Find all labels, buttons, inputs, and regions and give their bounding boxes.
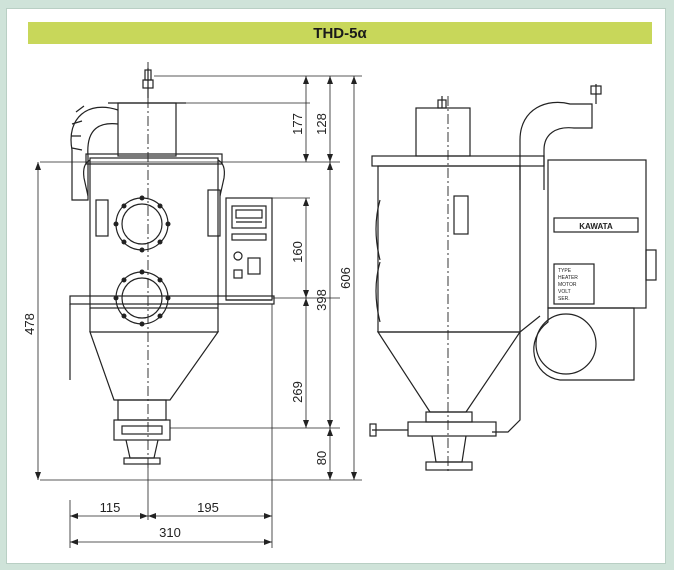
hopper-lid — [85, 153, 223, 165]
base-frame — [69, 295, 275, 305]
return-duct — [70, 106, 119, 201]
dim-label-478: 478 — [22, 313, 37, 335]
dim-label-160: 160 — [290, 241, 305, 263]
front-view — [69, 62, 275, 468]
side-top-cap — [415, 107, 471, 157]
dimension-lines — [35, 75, 362, 548]
side-clamp-right — [207, 189, 221, 237]
svg-text:MOTOR: MOTOR — [558, 282, 577, 288]
drawing-frame — [6, 8, 666, 564]
svg-text:SER.: SER. — [558, 296, 570, 302]
outlet — [125, 439, 159, 459]
blower-fan — [535, 313, 597, 375]
throat — [117, 399, 167, 421]
dim-label-115: 115 — [100, 500, 121, 515]
power-switch — [247, 257, 261, 275]
lid-clamp-right — [217, 159, 225, 197]
side-outlet-flange — [425, 461, 473, 471]
brand-plate — [553, 217, 639, 233]
svg-text:VOLT: VOLT — [558, 289, 571, 295]
nameplate — [553, 263, 595, 305]
lid-clamp-left — [83, 159, 91, 197]
model-title: THD-5α — [313, 24, 367, 42]
dim-label-606: 606 — [338, 267, 353, 289]
dim-label-128: 128 — [314, 113, 329, 135]
side-clamp — [453, 195, 469, 235]
window-bolts — [113, 195, 171, 327]
control-knob — [233, 251, 243, 261]
dim-label-398: 398 — [314, 289, 329, 311]
control-box — [225, 197, 273, 301]
nameplate-lines: TYPE HEATER MOTOR VOLT SER. — [558, 268, 578, 302]
hopper-body — [89, 157, 219, 309]
side-cone — [376, 331, 522, 413]
side-hopper-body — [377, 165, 521, 333]
dim-label-195: 195 — [197, 500, 219, 515]
side-lid — [371, 155, 545, 167]
dim-label-80: 80 — [314, 451, 329, 465]
temp-display — [231, 205, 267, 229]
dim-label-177: 177 — [290, 113, 305, 135]
title-bar: THD-5α — [28, 22, 652, 44]
outlet-flange — [123, 457, 161, 465]
svg-text:HEATER: HEATER — [558, 275, 578, 281]
side-duct — [519, 101, 593, 190]
blower-housing — [533, 307, 635, 381]
discharge-box — [113, 419, 171, 441]
dim-label-310: 310 — [159, 525, 181, 540]
side-view: KAWATA TYPE HEATER MOTOR VOLT SER. — [369, 84, 657, 472]
side-clamp-left — [95, 199, 109, 237]
svg-text:TYPE: TYPE — [558, 268, 572, 274]
top-cap — [117, 102, 177, 157]
side-discharge — [407, 421, 497, 437]
hopper-cone — [89, 331, 220, 401]
brand-plate-text: KAWATA — [579, 222, 613, 231]
dim-label-269: 269 — [290, 381, 305, 403]
dimension-labels: 177 128 160 398 606 478 269 80 115 195 3… — [22, 113, 353, 540]
support-arm — [492, 315, 541, 433]
side-sight-windows — [375, 199, 381, 323]
duct-ribs — [71, 105, 85, 151]
